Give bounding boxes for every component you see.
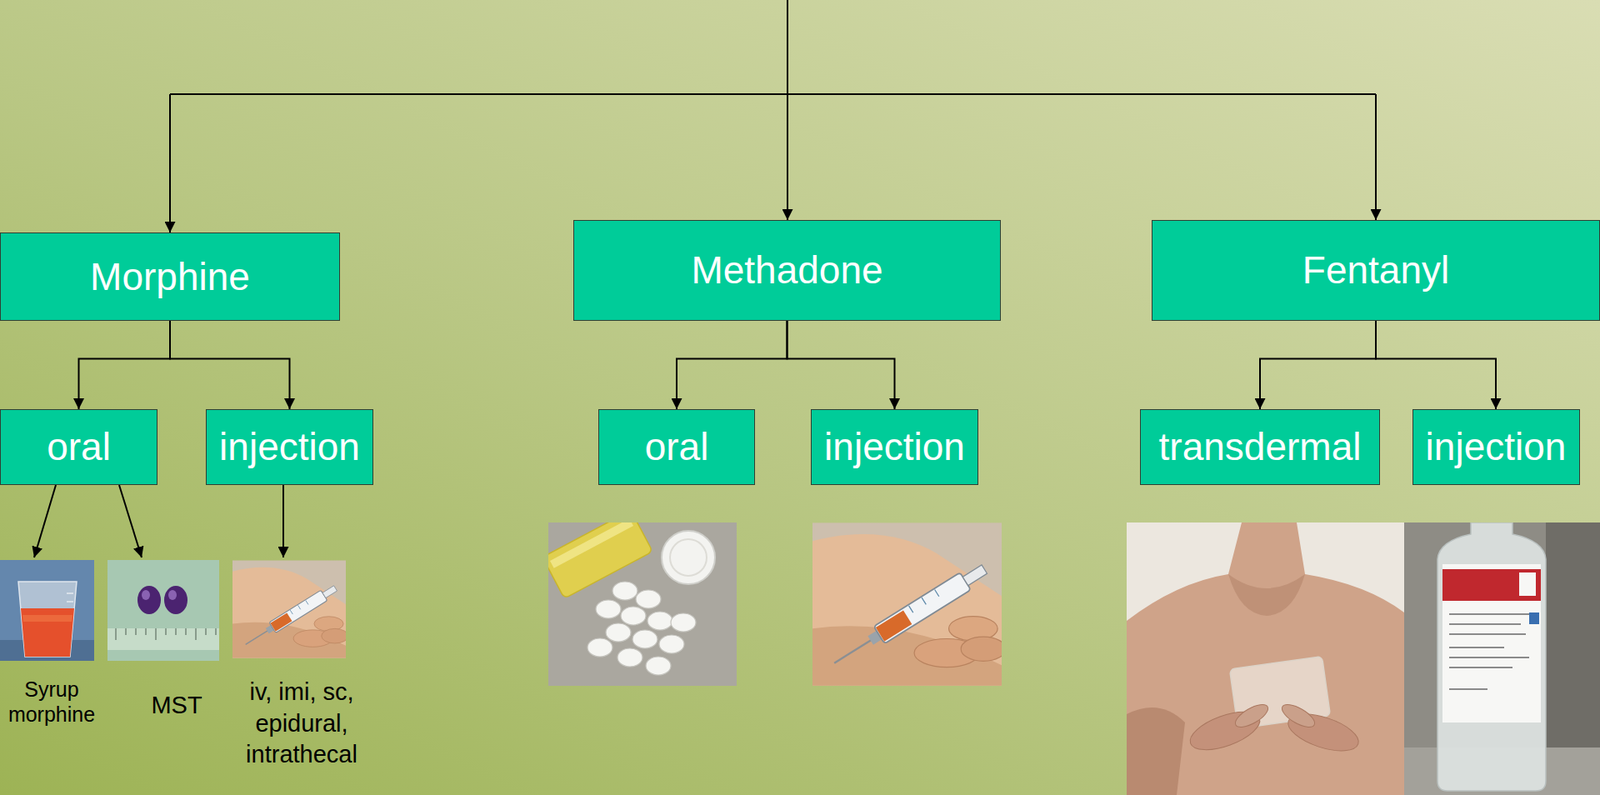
white-tablet <box>587 638 613 657</box>
connector-arrow <box>79 320 171 410</box>
photo-arrow <box>119 485 142 558</box>
route-box: injection <box>1412 409 1580 485</box>
route-box: oral <box>0 409 158 485</box>
bottle-body <box>542 510 653 599</box>
node-label: oral <box>645 425 710 470</box>
route-box: oral <box>598 409 755 485</box>
injection-photo <box>812 522 1006 685</box>
trunk-line <box>786 0 789 95</box>
pill-bottle <box>542 510 653 599</box>
connector-arrow <box>1260 320 1376 410</box>
route-box: injection <box>205 409 374 485</box>
white-tablet <box>647 611 673 630</box>
connector-arrow <box>787 320 895 410</box>
branch-arrow <box>786 94 789 220</box>
injection-photo <box>232 560 349 659</box>
node-label: injection <box>219 425 360 470</box>
node-label: Morphine <box>90 255 250 300</box>
cap-ring <box>670 539 707 576</box>
finger <box>1231 700 1271 732</box>
connector-arrow <box>1375 320 1496 410</box>
white-tablet <box>670 613 696 632</box>
syrup-photo <box>0 560 95 661</box>
branch-line <box>170 93 1376 95</box>
ruler-ticks <box>115 628 216 640</box>
caption-text: Syrup morphine <box>2 676 101 727</box>
branch-arrow <box>1375 94 1377 220</box>
white-tablet <box>612 581 638 600</box>
node-label: Fentanyl <box>1302 248 1450 293</box>
white-tablet <box>635 590 661 609</box>
ruler <box>107 628 220 650</box>
bottle-cap <box>661 530 715 585</box>
photo-ground <box>107 560 220 661</box>
tablet-photo <box>107 560 220 661</box>
measuring-cup <box>18 581 77 657</box>
connector-arrow <box>170 320 290 410</box>
tablet-highlight <box>168 590 177 600</box>
node-label: transdermal <box>1159 425 1362 470</box>
cup-tick <box>66 593 74 595</box>
node-label: oral <box>46 425 111 470</box>
route-box: injection <box>810 409 979 485</box>
white-tablet <box>595 600 621 619</box>
white-tablet <box>617 648 643 667</box>
syrup-liquid <box>20 608 75 657</box>
cup-tick <box>66 601 74 603</box>
photo-ground <box>1126 522 1405 795</box>
photo-ground <box>0 560 95 661</box>
photo-ground <box>1404 522 1600 795</box>
node-label: Methadone <box>690 248 883 293</box>
drug-box: Methadone <box>573 220 1001 321</box>
label-mark <box>1529 612 1540 625</box>
purple-tablet <box>164 585 188 615</box>
finger <box>1278 700 1318 732</box>
caption-text: iv, imi, sc, epidural, intrathecal <box>224 676 380 771</box>
route-box: transdermal <box>1140 409 1380 485</box>
bottle-shine <box>550 518 634 569</box>
patch-photo <box>1126 522 1405 795</box>
white-tablet <box>645 656 671 675</box>
label-band <box>1442 569 1541 601</box>
glass-vial <box>1437 522 1546 791</box>
node-label: injection <box>1425 425 1567 470</box>
white-tablet <box>659 635 685 654</box>
node-label: injection <box>824 425 965 470</box>
vial-photo <box>1404 522 1600 795</box>
white-tablet <box>605 623 631 642</box>
tablet-pile <box>587 581 696 675</box>
white-tablet <box>632 630 658 649</box>
syrup-highlight <box>22 615 73 622</box>
vial-label <box>1442 564 1541 723</box>
label-mark <box>1519 572 1536 596</box>
branch-arrow <box>169 94 171 233</box>
photo-arrow <box>34 485 56 558</box>
drug-box: Fentanyl <box>1151 220 1600 321</box>
tablet-highlight <box>141 590 150 600</box>
purple-tablet <box>137 585 161 615</box>
photo-arrow <box>282 485 285 558</box>
white-tablet <box>620 606 646 625</box>
torso-skin <box>1126 522 1405 795</box>
caption-text: MST <box>141 690 212 720</box>
collar-shade <box>1228 574 1305 616</box>
arm-shade <box>1126 707 1185 795</box>
connector-arrow <box>676 320 788 410</box>
pills-photo <box>542 510 737 686</box>
drug-box: Morphine <box>0 232 340 321</box>
label-lines <box>1449 614 1530 690</box>
